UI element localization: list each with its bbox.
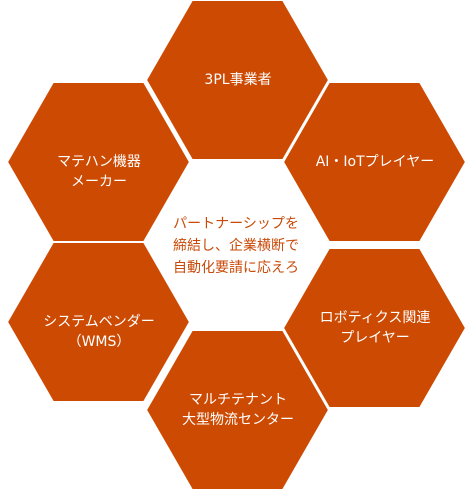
hexagon-upper-right bbox=[281, 81, 468, 243]
hexagon-upper-left bbox=[5, 81, 192, 243]
hexagon-label-upper-left: マテハン機器 メーカー bbox=[57, 154, 141, 190]
hexagon-label-upper-right: AI・IoTプレイヤー bbox=[315, 154, 435, 170]
hexagon-label-lower-left: システムベンダー （WMS） bbox=[43, 314, 155, 350]
center-message: パートナーシップを 締結し、企業横断で 自動化要請に応えろ bbox=[173, 216, 299, 276]
hexagon-label-bottom: マルチテナント 大型物流センター bbox=[182, 392, 294, 428]
hexagon-bottom bbox=[144, 329, 331, 490]
hexagon-lower-right bbox=[281, 247, 468, 409]
hexagon-label-lower-right: ロボティクス関連 プレイヤー bbox=[319, 310, 431, 346]
hexagon-label-top: 3PL事業者 bbox=[204, 72, 272, 88]
